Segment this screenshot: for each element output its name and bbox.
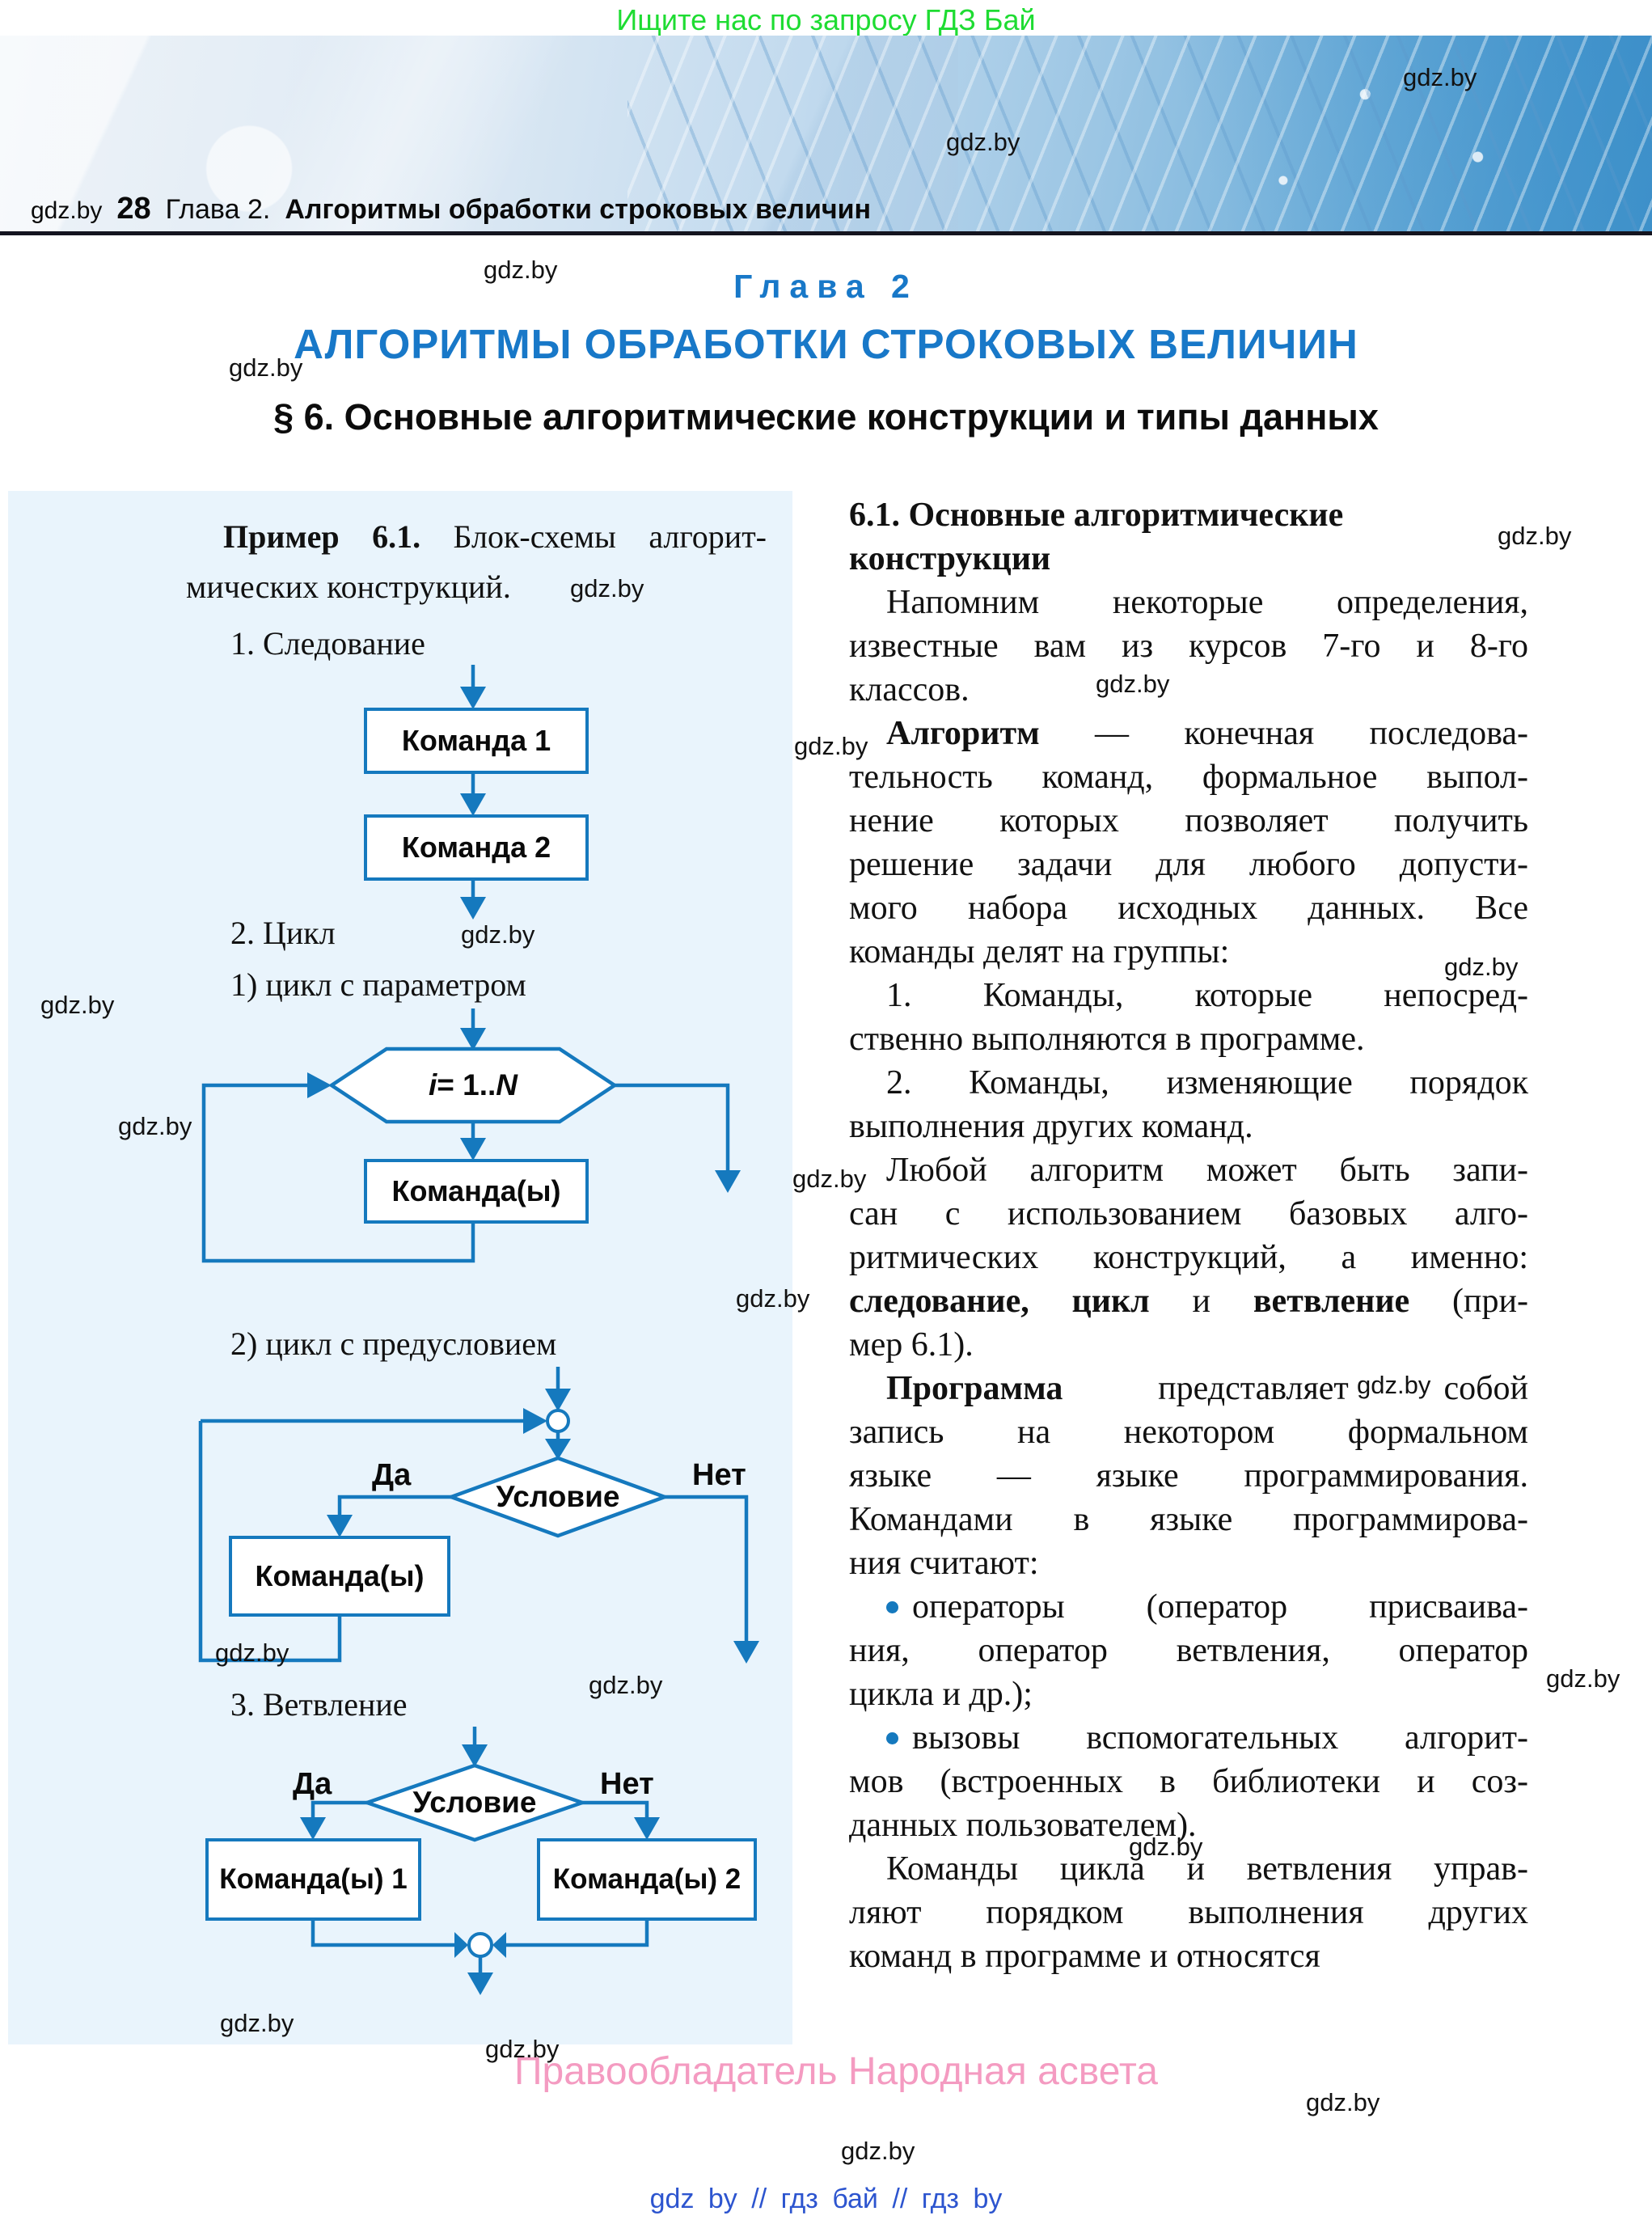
flowchart-hexagon-label: i = 1..N — [428, 1068, 518, 1101]
flowchart-box-command1: Команда 1 — [364, 708, 589, 774]
example-panel: Пример 6.1. Блок-схемы алгорит-мических … — [8, 491, 792, 2044]
text-line: решение задачи для любого допусти- — [849, 846, 1528, 883]
page-header-banner: gdz.by 28 Глава 2. Алгоритмы обработки с… — [0, 36, 1652, 235]
text-line: мого набора исходных данных. Все — [849, 890, 1528, 927]
text-line: Командами в языке программирова- — [849, 1501, 1528, 1538]
text-line: 2. Команды, изменяющие порядок — [886, 1064, 1528, 1101]
gdz-watermark: gdz.by — [1306, 2088, 1380, 2116]
text-line: Любой алгоритм может быть запи- — [886, 1152, 1528, 1189]
text-line: 6.1. Основные алгоритмические — [849, 497, 1344, 534]
branch-no-label: Нет — [600, 1767, 654, 1801]
chapter-running-title: Алгоритмы обработки строковых величин — [285, 194, 872, 225]
bullet-dot-icon — [886, 1732, 898, 1745]
flowchart-box-command2: Команда 2 — [364, 814, 589, 881]
paragraph: Алгоритм — конечная последова-тельность … — [849, 712, 1528, 974]
text-line: Алгоритм — конечная последова- — [886, 715, 1528, 752]
chapter-title: АЛГОРИТМЫ ОБРАБОТКИ СТРОКОВЫХ ВЕЛИЧИН — [294, 321, 1358, 367]
text-line: ляют порядком выполнения других — [849, 1894, 1528, 1931]
text-line: Команды цикла и ветвления управ- — [886, 1850, 1528, 1888]
text-line: классов. — [849, 671, 970, 708]
bullet-item: вызовы вспомогательных алгорит-мов (встр… — [849, 1716, 1528, 1847]
text-line: Пример 6.1. Блок-схемы алгорит- — [223, 518, 767, 555]
running-header: gdz.by 28 Глава 2. Алгоритмы обработки с… — [31, 192, 871, 226]
text-line: запись на некотором формальном — [849, 1414, 1528, 1451]
circuit-board-decoration — [627, 36, 1652, 231]
flowchart-box-commands: Команда(ы) — [364, 1159, 589, 1224]
subsection-heading: 6.1. Основные алгоритмические конструкции — [849, 493, 1528, 581]
bullet-item: операторы (оператор присваива-ния, опера… — [849, 1585, 1528, 1716]
paragraph: Любой алгоритм может быть запи-сан с исп… — [849, 1148, 1528, 1367]
text-line: ритмических конструкций, а именно: — [849, 1239, 1528, 1276]
text-line: нение которых позволяет получить — [849, 802, 1528, 839]
text-line: 1. Команды, которые непосред- — [886, 977, 1528, 1014]
text-line: следование, цикл и ветвление (при- — [849, 1283, 1528, 1320]
flowchart-box-commands2: Команда(ы) 2 — [537, 1838, 757, 1921]
text-line: конструкции — [849, 540, 1051, 577]
text-line: данных пользователем). — [849, 1807, 1197, 1844]
flowchart-box-commands: Команда(ы) — [229, 1536, 450, 1617]
text-line: мер 6.1). — [849, 1326, 974, 1364]
paragraph: Программа представляет собой запись на не… — [849, 1367, 1528, 1585]
text-line: ния, оператор ветвления, оператор — [849, 1632, 1528, 1669]
paragraph: Команды цикла и ветвления управ-ляют пор… — [849, 1847, 1528, 1978]
bullet-dot-icon — [886, 1601, 898, 1614]
footer-links[interactable]: gdz by // гдз бай // гдз by — [649, 2184, 1003, 2214]
text-line: ственно выполняются в программе. — [849, 1021, 1365, 1058]
branch-no-label: Нет — [692, 1458, 746, 1492]
gdz-watermark: gdz.by — [841, 2137, 915, 2165]
text-line: известные вам из курсов 7-го и 8-го — [849, 628, 1528, 665]
chapter-label: Глава 2 — [733, 268, 919, 305]
branch-yes-label: Да — [293, 1767, 332, 1801]
text-line: Напомним некоторые определения, — [886, 584, 1528, 621]
text-line: команд в программе и относятся — [849, 1938, 1320, 1975]
text-line: вызовы вспомогательных алгорит- — [849, 1716, 1528, 1760]
text-line: языке — языке программирования. — [849, 1457, 1528, 1495]
text-line: мов (встроенных в библиотеки и соз- — [849, 1763, 1528, 1800]
example-caption: Пример 6.1. Блок-схемы алгорит-мических … — [186, 512, 767, 612]
paragraph: Напомним некоторые определения, известные… — [849, 581, 1528, 712]
text-line: выполнения других команд. — [849, 1108, 1253, 1145]
promo-search-hint: Ищите нас по запросу ГДЗ Бай — [616, 3, 1036, 36]
copyright-line: Правообладатель Народная асвета — [514, 2050, 1158, 2093]
flowchart-condition-label: Условие — [412, 1786, 537, 1819]
paragraph: 1. Команды, которые непосред-ственно вып… — [849, 974, 1528, 1061]
item-sequence-label: 1. Следование — [230, 625, 425, 662]
article-column: 6.1. Основные алгоритмические конструкции… — [849, 493, 1528, 1978]
item-loop-parameter-label: 1) цикл с параметром — [230, 966, 526, 1003]
text-line: ния считают: — [849, 1545, 1039, 1582]
text-line: мических конструкций. — [186, 569, 511, 605]
text-line: Программа представляет собой — [886, 1370, 1528, 1407]
section-title: § 6. Основные алгоритмические конструкци… — [273, 396, 1379, 438]
item-loop-precondition-label: 2) цикл с предусловием — [230, 1326, 557, 1362]
item-loop-label: 2. Цикл — [230, 915, 336, 951]
chapter-reference: Глава 2. — [165, 194, 271, 225]
branch-yes-label: Да — [372, 1458, 412, 1492]
text-line: команды делят на группы: — [849, 933, 1230, 970]
flowchart-box-commands1: Команда(ы) 1 — [205, 1838, 421, 1921]
paragraph: 2. Команды, изменяющие порядок выполнения… — [849, 1061, 1528, 1148]
text-line: тельность команд, формальное выпол- — [849, 759, 1528, 796]
text-line: сан с использованием базовых алго- — [849, 1195, 1528, 1233]
item-branching-label: 3. Ветвление — [230, 1686, 408, 1723]
text-line: цикла и др.); — [849, 1676, 1033, 1713]
flowchart-condition-label: Условие — [496, 1480, 620, 1513]
text-line: операторы (оператор присваива- — [849, 1585, 1528, 1629]
page-number: 28 — [116, 192, 151, 226]
flowchart-lines — [198, 665, 759, 1995]
gdz-watermark: gdz.by — [1546, 1664, 1620, 1693]
gdz-watermark: gdz.by — [31, 197, 103, 224]
